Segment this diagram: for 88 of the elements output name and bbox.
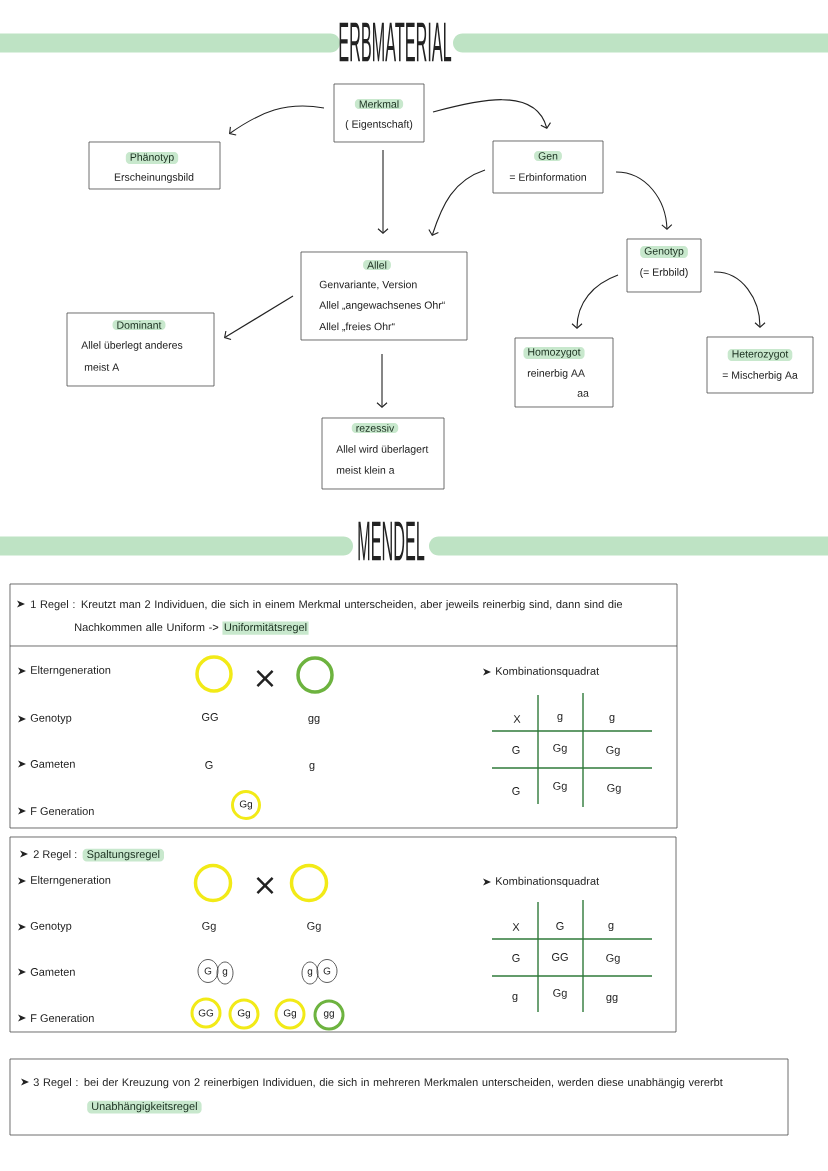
- highlighted-heading: rezessiv: [351, 422, 399, 434]
- arrow: [571, 274, 619, 329]
- row-label: Gameten: [30, 760, 75, 768]
- concept-box: [492, 140, 604, 194]
- row-label: Genotyp: [30, 922, 72, 932]
- highlighted-heading: Merkmal: [354, 98, 404, 110]
- cross-sign: ×: [256, 670, 274, 687]
- box-text: Allel „freies Ohr“: [319, 322, 395, 332]
- arrow: [377, 149, 389, 234]
- square-title: Kombinationsquadrat: [496, 666, 600, 678]
- highlighted-heading: Genotyp: [640, 246, 688, 258]
- highlighted-heading: Allel: [363, 259, 391, 271]
- square-entry: GG: [552, 953, 568, 961]
- gamete-text: G: [205, 761, 213, 769]
- square-entry: G: [512, 954, 520, 962]
- row-label: Elterngeneration: [31, 875, 111, 887]
- concept-box: [333, 83, 425, 143]
- row-label: Genotyp: [30, 714, 72, 724]
- square-entry: G: [512, 787, 520, 795]
- circle-symbol: [289, 863, 329, 903]
- square-entry: g: [557, 713, 563, 723]
- highlighted-heading: Heterozygot: [727, 349, 793, 361]
- highlighted-term: Unabhängigkeitsregel: [87, 1100, 202, 1114]
- square-title: Kombinationsquadrat: [496, 876, 600, 888]
- box-text: reinerbig AA: [527, 369, 585, 379]
- square-entry: g: [609, 714, 615, 724]
- box-text: = Mischerbig Aa: [722, 371, 798, 381]
- arrow: [432, 99, 552, 129]
- square-entry: g: [512, 993, 518, 1003]
- box-text: Allel wird überlagert: [336, 445, 429, 455]
- rule-text: 3 Regel : bei der Kreuzung von 2 reinerbigen Individuen, die sich in mehreren Merkmalen unterscheiden, werden diese unabhängig vererbt: [33, 1078, 723, 1089]
- highlighted-heading: Phänotyp: [125, 151, 179, 165]
- square-entry: Gg: [553, 782, 567, 792]
- concept-box: [626, 238, 702, 293]
- circle-symbol: [195, 655, 233, 693]
- arrow: [428, 169, 486, 236]
- concept-box: [300, 251, 468, 341]
- genotype-text: Gg: [307, 922, 321, 932]
- page-title: ERBMATERIAL: [339, 22, 452, 62]
- box-text: meist klein a: [336, 466, 395, 474]
- concept-box: [514, 337, 614, 408]
- arrow: [224, 295, 294, 341]
- highlighted-heading: Homozygot: [523, 347, 585, 359]
- circle-symbol: [296, 656, 334, 694]
- box-text: ( Eigentschaft): [345, 120, 413, 130]
- row-label: F Generation: [31, 806, 94, 816]
- concept-box: [66, 312, 215, 387]
- concept-box: [88, 141, 221, 190]
- row-label: Gameten: [30, 968, 75, 976]
- cross-sign: ×: [256, 877, 274, 894]
- arrow: [615, 171, 673, 230]
- box-text: Genvariante, Version: [319, 280, 417, 290]
- square-entry: g: [608, 922, 614, 932]
- highlighted-heading: Dominant: [112, 319, 166, 331]
- arrow: [376, 353, 388, 408]
- concept-box: [706, 336, 814, 394]
- square-entry: G: [556, 922, 564, 930]
- box-text: Erscheinungsbild: [114, 173, 194, 183]
- square-entry: gg: [606, 994, 618, 1004]
- arrow: [713, 271, 766, 328]
- square-entry: Gg: [553, 744, 567, 754]
- concept-box: [321, 417, 445, 490]
- rule-text: 1 Regel : Kreutzt man 2 Individuen, die sich in einem Merkmal unterscheiden, aber jeweils reinerbig sind, dann sind die Nachkommen alle Uniform -> Uniformitätsregel: [31, 600, 623, 635]
- box-text: aa: [577, 391, 589, 397]
- box-text: = Erbinformation: [509, 173, 586, 181]
- arrow: [229, 105, 325, 136]
- circle-symbol: [193, 863, 233, 903]
- box-text: Allel „angewachsenes Ohr“: [319, 301, 445, 311]
- row-label: Elterngeneration: [31, 665, 111, 677]
- square-entry: Gg: [606, 746, 620, 756]
- genotype-text: GG: [202, 713, 218, 721]
- row-label: F Generation: [31, 1013, 94, 1023]
- section-heading: MENDEL: [358, 521, 425, 561]
- genotype-text: gg: [308, 715, 320, 725]
- square-entry: Gg: [606, 954, 620, 964]
- highlighted-term: Spaltungsregel: [82, 848, 164, 862]
- square-entry: Gg: [607, 784, 621, 794]
- highlighted-heading: Gen: [534, 151, 562, 161]
- box-text: Allel überlegt anderes: [81, 341, 183, 351]
- square-entry: G: [512, 746, 520, 754]
- square-entry: X: [512, 923, 520, 931]
- square-entry: Gg: [553, 989, 567, 999]
- gamete-text: g: [309, 762, 315, 772]
- rule-text: 2 Regel :: [33, 850, 77, 861]
- square-entry: X: [513, 715, 521, 723]
- box-text: meist A: [84, 363, 120, 371]
- genotype-text: Gg: [202, 922, 216, 932]
- box-text: (= Erbbild): [640, 268, 688, 278]
